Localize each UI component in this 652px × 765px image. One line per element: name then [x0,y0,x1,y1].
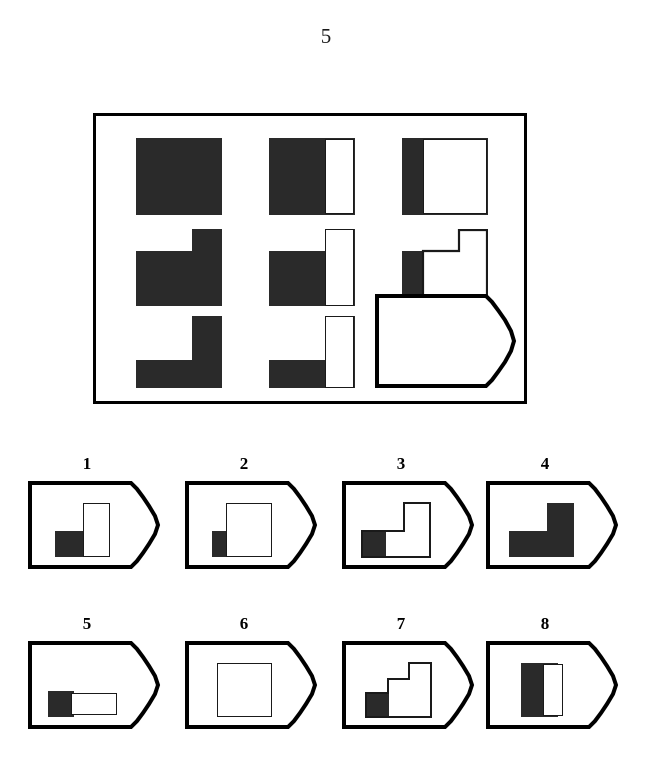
matrix-cell-row3-col2 [269,316,355,388]
option-1[interactable]: 1 [28,455,170,580]
shape-light-l-outline [361,502,431,558]
matrix-cell-row1-col2 [269,138,355,215]
option-8-figure [486,641,622,730]
figure-notched-light-third [269,229,355,306]
option-6-figure [185,641,321,730]
shape-light-square-large [226,503,272,557]
answer-options: 1 2 3 [0,455,652,765]
option-8-label: 8 [540,614,550,633]
option-3-figure [342,481,478,570]
shape-light-step-outline [365,662,432,718]
option-1-label: 1 [82,454,92,473]
shape-dark-step-corner [366,693,389,717]
figure-l-dark [136,316,222,388]
option-4[interactable]: 4 [486,455,628,580]
shape-dark-l-bottom-bar [509,531,574,557]
option-1-figure [28,481,164,570]
shape-light-bar-vertical [83,503,110,557]
option-5-figure [28,641,164,730]
shape-light-square-empty [217,663,272,717]
shape-light-band-vertical [325,316,354,388]
figure-square-light-two-thirds [402,138,488,215]
matrix-cell-row2-col1 [136,229,222,306]
option-3-tag[interactable] [342,481,478,570]
shape-light-bar-right [71,693,117,715]
figure-square-light-third [269,138,355,215]
shape-light-region-upper [459,230,487,254]
option-7-tag[interactable] [342,641,478,730]
option-3-label: 3 [396,454,406,473]
shape-dark-notched-lower [136,251,222,306]
option-2-figure [185,481,321,570]
shape-dark-notched-upper [192,229,222,253]
shape-dark-l-bottom-bar [136,360,222,388]
option-4-label: 4 [540,454,550,473]
shape-light-band-right [325,229,354,306]
option-6[interactable]: 6 [185,615,327,740]
option-4-tag[interactable] [486,481,622,570]
option-2-label: 2 [239,454,249,473]
matrix-cell-row1-col3 [402,138,488,215]
option-8-tag[interactable] [486,641,622,730]
matrix-cell-row3-col3-missing[interactable] [374,293,522,390]
shape-light-bar-right [543,664,563,716]
option-4-figure [486,481,622,570]
matrix-grid [96,116,524,401]
shape-dark-left-portion [362,531,386,557]
matrix-frame [93,113,527,404]
figure-solid-square [136,138,222,215]
shape-light-region-right [423,139,487,214]
page-number: 5 [320,24,332,48]
figure-l-light-third [269,316,355,388]
shape-light-band-right [325,139,354,214]
shape-dark-bar-left [48,691,74,717]
shape-dark-square-small [55,531,85,557]
matrix-cell-row3-col1 [136,316,222,388]
option-5-tag[interactable] [28,641,164,730]
missing-piece-tag-outline [375,294,517,388]
option-7-figure [342,641,478,730]
figure-notched-dark [136,229,222,306]
option-6-tag[interactable] [185,641,321,730]
option-5-label: 5 [82,614,92,633]
shape-dark-l-vertical-bar [547,503,574,535]
option-5[interactable]: 5 [28,615,170,740]
option-3[interactable]: 3 [342,455,484,580]
option-6-label: 6 [239,614,249,633]
option-2-tag[interactable] [185,481,321,570]
matrix-cell-row2-col2 [269,229,355,306]
matrix-cell-row1-col1 [136,138,222,215]
option-7[interactable]: 7 [342,615,484,740]
option-7-label: 7 [396,614,406,633]
option-2[interactable]: 2 [185,455,327,580]
shape-dark-l-vertical-bar [192,316,222,364]
option-8[interactable]: 8 [486,615,628,740]
shape-dark-square [136,138,222,215]
option-1-tag[interactable] [28,481,164,570]
